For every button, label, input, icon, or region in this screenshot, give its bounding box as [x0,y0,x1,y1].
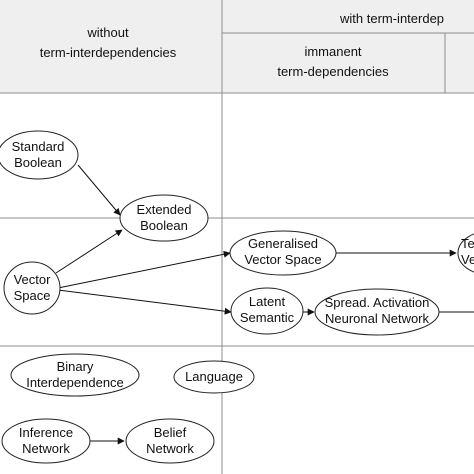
node-label: Binary [57,359,94,374]
node-label: Extended [137,202,192,217]
connections [55,164,474,445]
node-label: Te [461,236,474,251]
node-label: Spread. Activation [325,295,430,310]
header-immanent-line1: immanent [304,44,361,59]
node-label: Network [22,441,70,456]
arrow-vector-to-generalised [57,250,231,289]
arrow-vector-to-latent [57,289,232,315]
header-partial-cell [445,33,474,93]
node-language: Language [173,360,255,394]
node-label: Vector [14,272,52,287]
node-label: Space [14,288,51,303]
node-inference-network: Inference Network [1,418,91,464]
node-label: Language [185,369,243,384]
node-label: Standard [12,139,65,154]
header-with-cell [222,0,474,33]
header-without-line1: without [86,25,129,40]
node-latent-semantic: Latent Semantic [230,287,304,335]
node-spread-activation: Spread. Activation Neuronal Network [314,288,440,336]
node-label: Interdependence [26,375,124,390]
node-label: Latent [249,294,286,309]
header-with-label: with term-interdep [339,11,444,26]
node-label: Vector Space [244,252,321,267]
node-partial-right: Te Ve [457,233,474,273]
node-binary-interdependence: Binary Interdependence [10,353,140,397]
arrow-vector-to-extended [55,229,123,274]
node-label: Network [146,441,194,456]
header-without-cell [0,0,222,93]
header-immanent-cell [222,33,445,93]
node-label: Neuronal Network [325,311,430,326]
node-vector-space: Vector Space [3,261,61,315]
node-label: Boolean [14,155,62,170]
node-label: Belief [154,425,187,440]
node-standard-boolean: Standard Boolean [0,130,79,180]
node-generalised-vector-space: Generalised Vector Space [229,230,337,276]
arrow-standard-to-extended [77,164,121,216]
node-label: Ve [461,252,474,267]
node-label: Generalised [248,236,318,251]
header-immanent-line2: term-dependencies [277,64,389,79]
node-belief-network: Belief Network [125,418,215,464]
node-label: Boolean [140,218,188,233]
node-label: Semantic [240,310,295,325]
header-without-line2: term-interdependencies [40,45,177,60]
node-label: Inference [19,425,73,440]
node-extended-boolean: Extended Boolean [119,194,209,242]
